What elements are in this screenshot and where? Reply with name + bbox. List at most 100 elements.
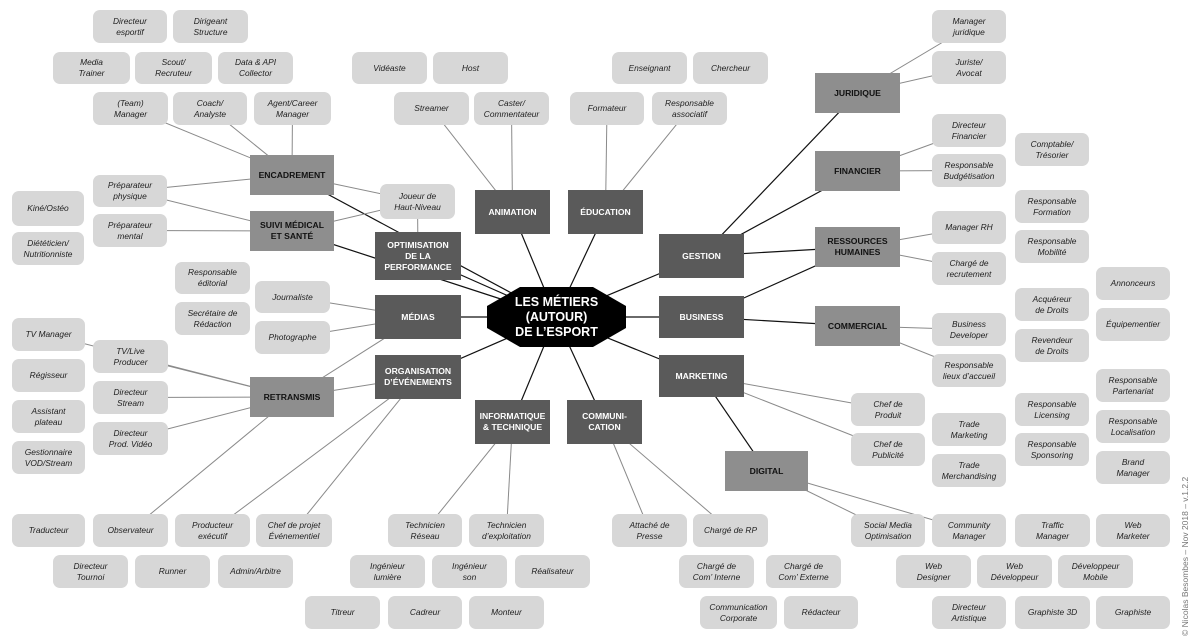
job-brand-manager: Brand Manager — [1096, 451, 1170, 484]
job-graphiste3d: Graphiste 3D — [1015, 596, 1090, 629]
job-tv-live: TV/Live Producer — [93, 340, 168, 373]
job-dir-stream: Directeur Stream — [93, 381, 168, 414]
job-host: Host — [433, 52, 508, 84]
job-comptable: Comptable/ Trésorier — [1015, 133, 1089, 166]
category-education: ÉDUCATION — [568, 190, 643, 234]
job-equipementier: Équipementier — [1096, 308, 1170, 341]
octagon-shape — [487, 287, 626, 347]
job-dir-artistique: Directeur Artistique — [932, 596, 1006, 629]
job-formateur: Formateur — [570, 92, 644, 125]
job-kine: Kiné/Ostéo — [12, 191, 84, 226]
job-realisateur: Réalisateur — [515, 555, 590, 588]
author-credit: © Nicolas Besombes – Nov 2018 – v.1.2.2 — [1180, 476, 1190, 636]
category-encadrement: ENCADREMENT — [250, 155, 334, 195]
job-dirigeant: Dirigeant Structure — [173, 10, 248, 43]
job-charge-recrutement: Chargé de recrutement — [932, 252, 1006, 285]
job-ing-son: Ingénieur son — [432, 555, 507, 588]
category-commercial: COMMERCIAL — [815, 306, 900, 346]
job-dir-financier: Directeur Financier — [932, 114, 1006, 147]
category-optimisation: OPTIMISATION DE LA PERFORMANCE — [375, 232, 461, 280]
job-runner: Runner — [135, 555, 210, 588]
job-agent: Agent/Career Manager — [254, 92, 331, 125]
category-financier: FINANCIER — [815, 151, 900, 191]
job-resp-mobilite: Responsable Mobilité — [1015, 230, 1089, 263]
job-smo: Social Media Optimisation — [851, 514, 925, 547]
job-media-trainer: Media Trainer — [53, 52, 130, 84]
job-traffic: Traffic Manager — [1015, 514, 1090, 547]
job-preparateur-phys: Préparateur physique — [93, 175, 167, 207]
category-suivi: SUIVI MÉDICAL ET SANTÉ — [250, 211, 334, 251]
job-scout: Scout/ Recruteur — [135, 52, 212, 84]
job-coach: Coach/ Analyste — [173, 92, 247, 125]
job-streamer: Streamer — [394, 92, 469, 125]
category-medias: MÉDIAS — [375, 295, 461, 339]
job-admin: Admin/Arbitre — [218, 555, 293, 588]
job-chef-produit: Chef de Produit — [851, 393, 925, 426]
category-retransmis: RETRANSMIS — [250, 377, 334, 417]
job-juriste: Juriste/ Avocat — [932, 51, 1006, 84]
job-ing-lumiere: Ingénieur lumière — [350, 555, 425, 588]
job-resp-lieux: Responsable lieux d’accueil — [932, 354, 1006, 387]
category-communication: COMMUNI- CATION — [567, 400, 642, 444]
job-annonceurs: Annonceurs — [1096, 267, 1170, 300]
category-animation: ANIMATION — [475, 190, 550, 234]
job-web-dev: Web Développeur — [977, 555, 1052, 588]
job-titreur: Titreur — [305, 596, 380, 629]
job-chercheur: Chercheur — [693, 52, 768, 84]
job-enseignant: Enseignant — [612, 52, 687, 84]
job-charge-com-ext: Chargé de Com’ Externe — [766, 555, 841, 588]
job-web-designer: Web Designer — [896, 555, 971, 588]
job-tech-reseau: Technicien Réseau — [388, 514, 462, 547]
job-resp-licensing: Responsable Licensing — [1015, 393, 1089, 426]
connector-gestion-juridique — [701, 92, 858, 257]
category-informatique: INFORMATIQUE & TECHNIQUE — [475, 400, 550, 444]
job-regisseur: Régisseur — [12, 359, 85, 392]
job-community: Community Manager — [932, 514, 1006, 547]
job-joueur: Joueur de Haut-Niveau — [380, 184, 455, 219]
job-resp-sponsoring: Responsable Sponsoring — [1015, 433, 1089, 466]
job-manager-rh: Manager RH — [932, 211, 1006, 244]
job-chef-projet: Chef de projet Événementiel — [256, 514, 332, 547]
job-videaste: Vidéaste — [352, 52, 427, 84]
job-acquereur: Acquéreur de Droits — [1015, 288, 1089, 321]
central-node: LES MÉTIERS (AUTOUR) DE L’ESPORT — [486, 286, 627, 348]
job-resp-localisation: Responsable Localisation — [1096, 410, 1170, 443]
job-trade-marketing: Trade Marketing — [932, 413, 1006, 446]
job-com-corporate: Communication Corporate — [700, 596, 777, 629]
job-web-marketer: Web Marketer — [1096, 514, 1170, 547]
category-juridique: JURIDIQUE — [815, 73, 900, 113]
job-observateur: Observateur — [93, 514, 168, 547]
job-business-dev: Business Developer — [932, 313, 1006, 346]
job-tech-exploitation: Technicien d’exploitation — [469, 514, 544, 547]
job-dir-prod-video: Directeur Prod. Vidéo — [93, 422, 168, 455]
job-gestionnaire-vod: Gestionnaire VOD/Stream — [12, 441, 85, 474]
job-cadreur: Cadreur — [388, 596, 462, 629]
job-trade-merch: Trade Merchandising — [932, 454, 1006, 487]
job-journaliste: Journaliste — [255, 281, 330, 313]
category-marketing: MARKETING — [659, 355, 744, 397]
job-data-api: Data & API Collector — [218, 52, 293, 84]
job-preparateur-mental: Préparateur mental — [93, 214, 167, 247]
job-chef-publicite: Chef de Publicité — [851, 433, 925, 466]
central-title: LES MÉTIERS (AUTOUR) DE L’ESPORT — [514, 294, 599, 339]
job-producteur: Producteur exécutif — [175, 514, 250, 547]
category-organisation: ORGANISATION D’ÉVÉNEMENTS — [375, 355, 461, 399]
job-resp-associatif: Responsable associatif — [652, 92, 727, 125]
connector-organisation-chef_projet — [293, 376, 419, 531]
job-dir-esportif: Directeur esportif — [93, 10, 167, 43]
category-digital: DIGITAL — [725, 451, 808, 491]
connector-organisation-producteur — [212, 376, 419, 531]
job-redacteur: Rédacteur — [784, 596, 858, 629]
job-dev-mobile: Développeur Mobile — [1058, 555, 1133, 588]
job-caster: Caster/ Commentateur — [474, 92, 549, 125]
job-resp-partenariat: Responsable Partenariat — [1096, 369, 1170, 402]
job-charge-com-int: Chargé de Com’ Interne — [679, 555, 754, 588]
job-assistant-plateau: Assistant plateau — [12, 400, 85, 433]
job-monteur: Monteur — [469, 596, 544, 629]
category-business: BUSINESS — [659, 296, 744, 338]
job-traducteur: Traducteur — [12, 514, 85, 547]
job-charge-rp: Chargé de RP — [693, 514, 768, 547]
job-resp-editorial: Responsable éditorial — [175, 262, 250, 294]
connector-retransmis-observateur — [130, 396, 293, 531]
